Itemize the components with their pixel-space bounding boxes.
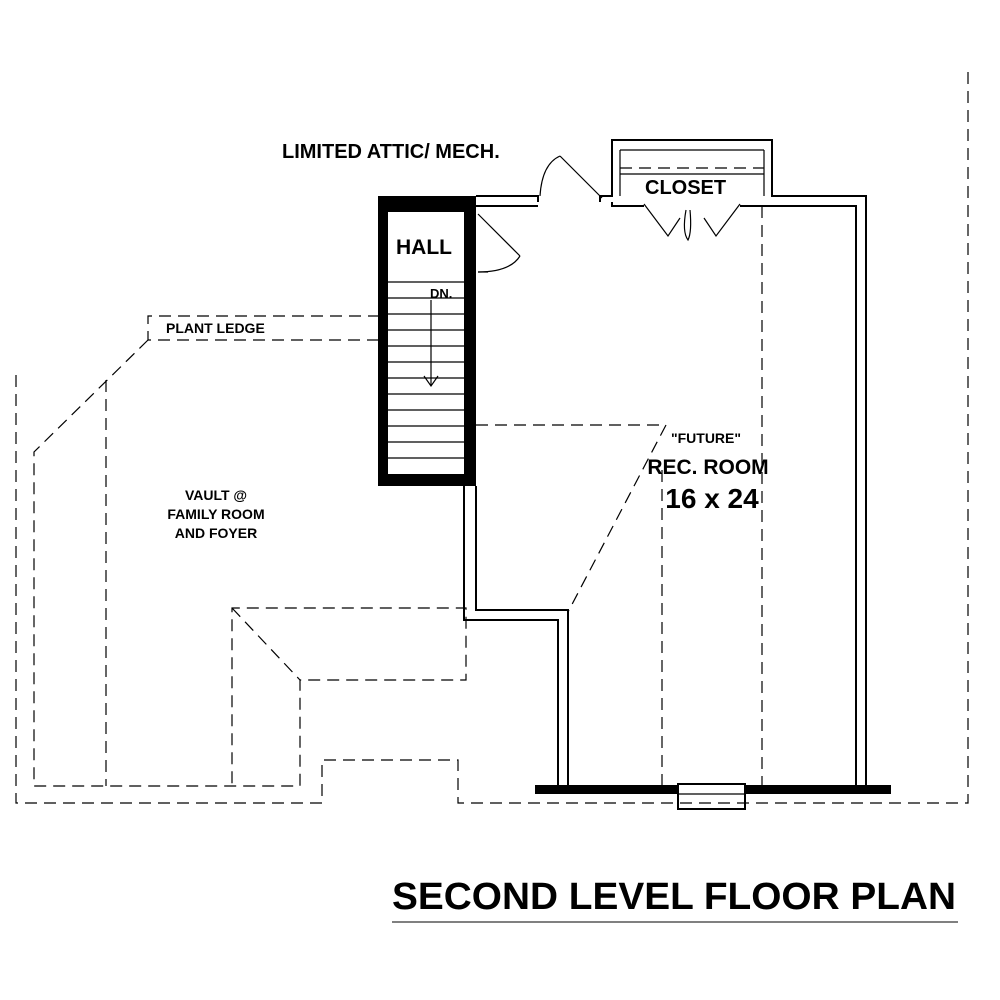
vault-diagonal (231, 607, 301, 681)
rec-room-wall (476, 139, 867, 787)
stair-down-arrow-icon (423, 300, 439, 388)
window-icon (677, 783, 746, 810)
rec-room-left-wall (463, 486, 569, 787)
exterior-wall-left (535, 785, 678, 794)
vault-label-line3: AND FOYER (175, 525, 257, 541)
closet-shelf (619, 149, 765, 196)
attic-label: LIMITED ATTIC/ MECH. (282, 141, 500, 163)
stair-hall-wall (378, 196, 476, 486)
closet-door-icon (643, 203, 741, 242)
vault-outline (33, 339, 467, 787)
page-title: SECOND LEVEL FLOOR PLAN (392, 876, 956, 918)
exterior-wall-right (745, 785, 891, 794)
hall-label: HALL (396, 236, 452, 259)
future-label: "FUTURE" (671, 430, 741, 446)
closet-label: CLOSET (645, 177, 726, 199)
stair-treads (388, 281, 464, 459)
hall-door-icon (477, 213, 521, 273)
rec-room-label: REC. ROOM (647, 456, 768, 479)
vault-label-line1: VAULT @ (185, 487, 247, 503)
vault-label-line2: FAMILY ROOM (167, 506, 264, 522)
plant-ledge-outline (147, 315, 380, 341)
stair-direction-label: DN. (430, 286, 452, 301)
rec-room-ceiling-line (476, 424, 667, 613)
rec-room-size-label: 16 x 24 (665, 483, 759, 514)
lower-floor-outline (15, 72, 969, 804)
plant-ledge-label: PLANT LEDGE (166, 320, 265, 336)
attic-door-icon (539, 155, 603, 199)
